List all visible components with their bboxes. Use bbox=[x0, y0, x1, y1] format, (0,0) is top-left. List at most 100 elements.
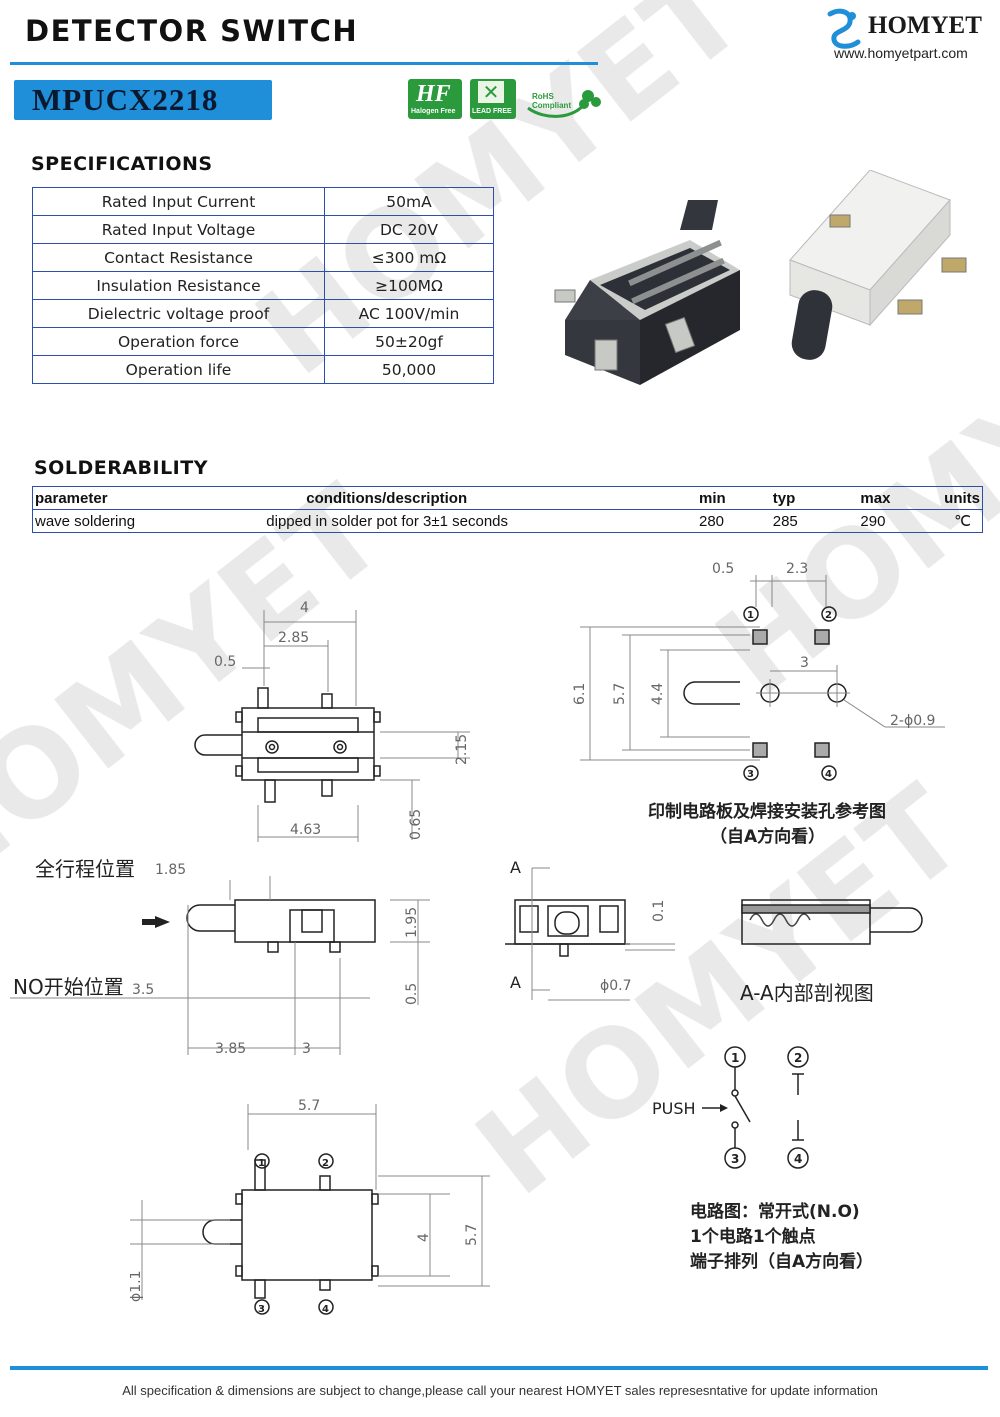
table-row: Contact Resistance≤300 mΩ bbox=[32, 243, 494, 272]
spec-value: DC 20V bbox=[324, 215, 494, 244]
circuit-caption-2: 1个电路1个触点 bbox=[690, 1227, 816, 1247]
push-label: PUSH bbox=[652, 1099, 696, 1118]
dim-pin-offset: 0.5 bbox=[214, 654, 236, 670]
dim-side-left: 3.85 bbox=[215, 1041, 246, 1057]
pcb-dim-a: 0.5 bbox=[712, 561, 734, 577]
dim-lead: 0.65 bbox=[408, 809, 424, 840]
col-conditions: conditions/description bbox=[236, 486, 697, 510]
spec-value: ≥100MΩ bbox=[324, 271, 494, 300]
spec-label: Rated Input Voltage bbox=[32, 215, 325, 244]
cell-max: 290 bbox=[858, 509, 943, 533]
dim-side-right: 3 bbox=[302, 1041, 311, 1057]
col-max: max bbox=[858, 486, 943, 510]
spec-value: 50±20gf bbox=[324, 327, 494, 356]
pcb-dim-b: 2.3 bbox=[786, 561, 808, 577]
title-rule bbox=[10, 62, 598, 65]
pcb-dim-d: 5.7 bbox=[612, 683, 628, 705]
dim-body: 4.63 bbox=[290, 822, 321, 838]
switch-photo-back bbox=[789, 170, 967, 360]
col-parameter: parameter bbox=[32, 486, 237, 510]
side-view-drawing: 全行程位置 1.85 NO开始位置 3.5 1.95 0.5 3.85 3 bbox=[10, 857, 430, 1057]
cell-conditions: dipped in solder pot for 3±1 seconds bbox=[236, 509, 697, 533]
model-banner: MPUCX2218 bbox=[14, 80, 272, 120]
dim-width: 4 bbox=[300, 600, 309, 616]
product-photo bbox=[554, 170, 967, 385]
dim-bottom-actuator: ϕ1.1 bbox=[130, 1271, 144, 1303]
pcb-dim-f: 3 bbox=[800, 655, 809, 671]
no-start-label: NO开始位置 bbox=[13, 975, 124, 999]
rohs-leaf-icon bbox=[527, 90, 601, 118]
table-header-row: parameter conditions/description min typ… bbox=[32, 486, 984, 510]
pcb-pin-1: 1 bbox=[747, 610, 754, 621]
pcb-layout-drawing: 0.5 2.3 6.1 5.7 4.4 3 2-ϕ0.9 1 2 3 4 bbox=[572, 561, 945, 781]
pcb-dim-g: 2-ϕ0.9 bbox=[890, 713, 935, 729]
homyet-logo-icon bbox=[827, 8, 861, 49]
pcb-pin-2: 2 bbox=[825, 610, 832, 621]
bottom-view-drawing: 5.7 4 5.7 ϕ1.1 1 2 3 4 bbox=[130, 1098, 490, 1315]
circuit-pin-4: 4 bbox=[794, 1152, 802, 1166]
page-title: DETECTOR SWITCH bbox=[25, 14, 359, 48]
spec-value: 50,000 bbox=[324, 355, 494, 384]
pin-2-label: 2 bbox=[322, 1158, 329, 1169]
cell-min: 280 bbox=[697, 509, 771, 533]
section-dim-gap: 0.1 bbox=[651, 900, 667, 922]
dim-side-lead: 0.5 bbox=[404, 983, 420, 1005]
circuit-caption-1: 电路图：常开式(N.O) bbox=[690, 1202, 860, 1222]
section-dim-pin: ϕ0.7 bbox=[600, 978, 632, 994]
spec-label: Insulation Resistance bbox=[32, 271, 325, 300]
circuit-pin-1: 1 bbox=[731, 1051, 739, 1065]
pcb-caption-1: 印制电路板及焊接安装孔参考图 bbox=[648, 802, 886, 822]
table-row: wave soldering dipped in solder pot for … bbox=[32, 509, 984, 533]
spec-label: Rated Input Current bbox=[32, 187, 325, 216]
cell-typ: 285 bbox=[770, 509, 859, 533]
full-travel-label: 全行程位置 bbox=[35, 857, 135, 881]
dim-side-height: 1.95 bbox=[404, 907, 420, 938]
pcb-caption-2: （自A方向看） bbox=[710, 827, 826, 847]
halogen-free-badge: HF Halogen Free bbox=[408, 79, 462, 119]
section-view-drawing: A A 0.1 ϕ0.7 bbox=[505, 858, 923, 1001]
rohs-badge: RoHS Compliant bbox=[524, 80, 602, 120]
cell-units: ℃ bbox=[942, 509, 984, 533]
dim-pin-spacing: 2.85 bbox=[278, 630, 309, 646]
solderability-table: parameter conditions/description min typ… bbox=[32, 486, 984, 533]
spec-label: Operation life bbox=[32, 355, 325, 384]
pcb-pin-4: 4 bbox=[825, 769, 832, 780]
dim-height: 2.15 bbox=[454, 734, 470, 765]
dim-bottom-height: 5.7 bbox=[464, 1224, 480, 1246]
switch-photo-front bbox=[554, 200, 740, 385]
specifications-heading: SPECIFICATIONS bbox=[31, 153, 213, 175]
full-travel-dim: 1.85 bbox=[155, 862, 186, 878]
section-marker-a-bottom: A bbox=[510, 973, 521, 992]
dim-bottom-width: 5.7 bbox=[298, 1098, 320, 1114]
table-row: Insulation Resistance≥100MΩ bbox=[32, 271, 494, 300]
section-caption: A-A内部剖视图 bbox=[740, 981, 874, 1005]
pcb-pin-3: 3 bbox=[747, 769, 754, 780]
footer-rule bbox=[10, 1366, 988, 1370]
col-min: min bbox=[697, 486, 771, 510]
circuit-pin-3: 3 bbox=[731, 1152, 739, 1166]
circuit-pin-2: 2 bbox=[794, 1051, 802, 1065]
push-pointer-icon bbox=[720, 1104, 728, 1112]
pin-4-label: 4 bbox=[322, 1304, 329, 1315]
col-units: units bbox=[942, 486, 984, 510]
lead-free-badge: ✕ LEAD FREE bbox=[470, 79, 516, 119]
spec-label: Contact Resistance bbox=[32, 243, 325, 272]
lead-free-label: LEAD FREE bbox=[472, 108, 512, 115]
rohs-label: RoHS Compliant bbox=[532, 92, 572, 110]
spec-label: Operation force bbox=[32, 327, 325, 356]
circuit-diagram: PUSH 1 2 3 4 bbox=[652, 1046, 809, 1169]
solderability-heading: SOLDERABILITY bbox=[34, 457, 208, 479]
pcb-dim-e: 4.4 bbox=[650, 683, 666, 705]
no-start-dim: 3.5 bbox=[132, 982, 154, 998]
brand-name: HOMYET bbox=[868, 12, 982, 39]
section-marker-a-top: A bbox=[510, 858, 521, 877]
brand-url: www.homyetpart.com bbox=[834, 45, 968, 61]
top-view-drawing: 4 2.85 0.5 2.15 4.63 0.65 bbox=[194, 600, 470, 842]
